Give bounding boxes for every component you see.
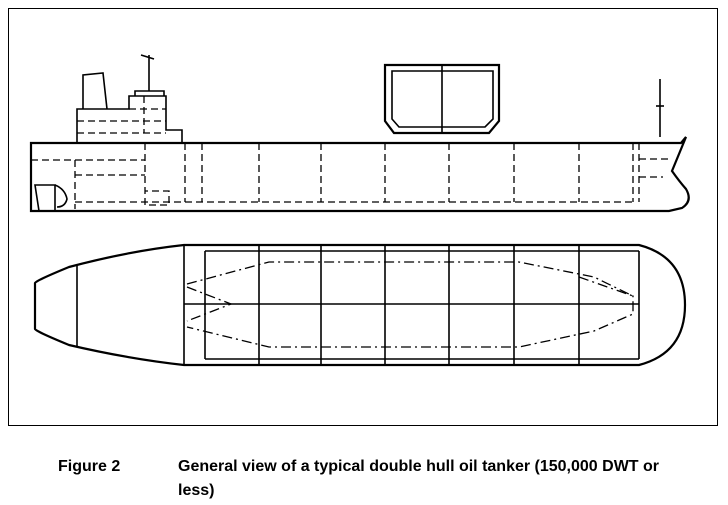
hull-plan-outline bbox=[33, 243, 687, 367]
hull-side-outline bbox=[29, 136, 690, 213]
rudder bbox=[34, 184, 56, 212]
inner-hull bbox=[183, 245, 640, 365]
forecastle-dashed bbox=[639, 158, 669, 178]
accommodation-block bbox=[76, 95, 183, 143]
figure-caption-text: General view of a typical double hull oi… bbox=[178, 458, 660, 499]
engine-room-dashed bbox=[31, 143, 170, 209]
propeller bbox=[54, 184, 68, 208]
double-bottom-line bbox=[75, 143, 633, 203]
superstructure-dashed bbox=[77, 96, 166, 134]
deck-manifold-inner bbox=[391, 65, 494, 133]
side-elevation-view bbox=[29, 54, 690, 213]
side-bulkheads bbox=[201, 143, 640, 202]
deck-manifold-frame bbox=[383, 63, 501, 135]
tanker-drawing bbox=[29, 54, 690, 367]
figure-frame bbox=[8, 8, 718, 426]
cargo-tank-diagonals bbox=[186, 276, 634, 322]
plan-view bbox=[33, 243, 687, 367]
cargo-tank-boundary bbox=[186, 261, 634, 348]
mast-top bbox=[140, 54, 155, 60]
figure-label: Figure 2 bbox=[58, 458, 121, 475]
funnel bbox=[82, 72, 108, 110]
